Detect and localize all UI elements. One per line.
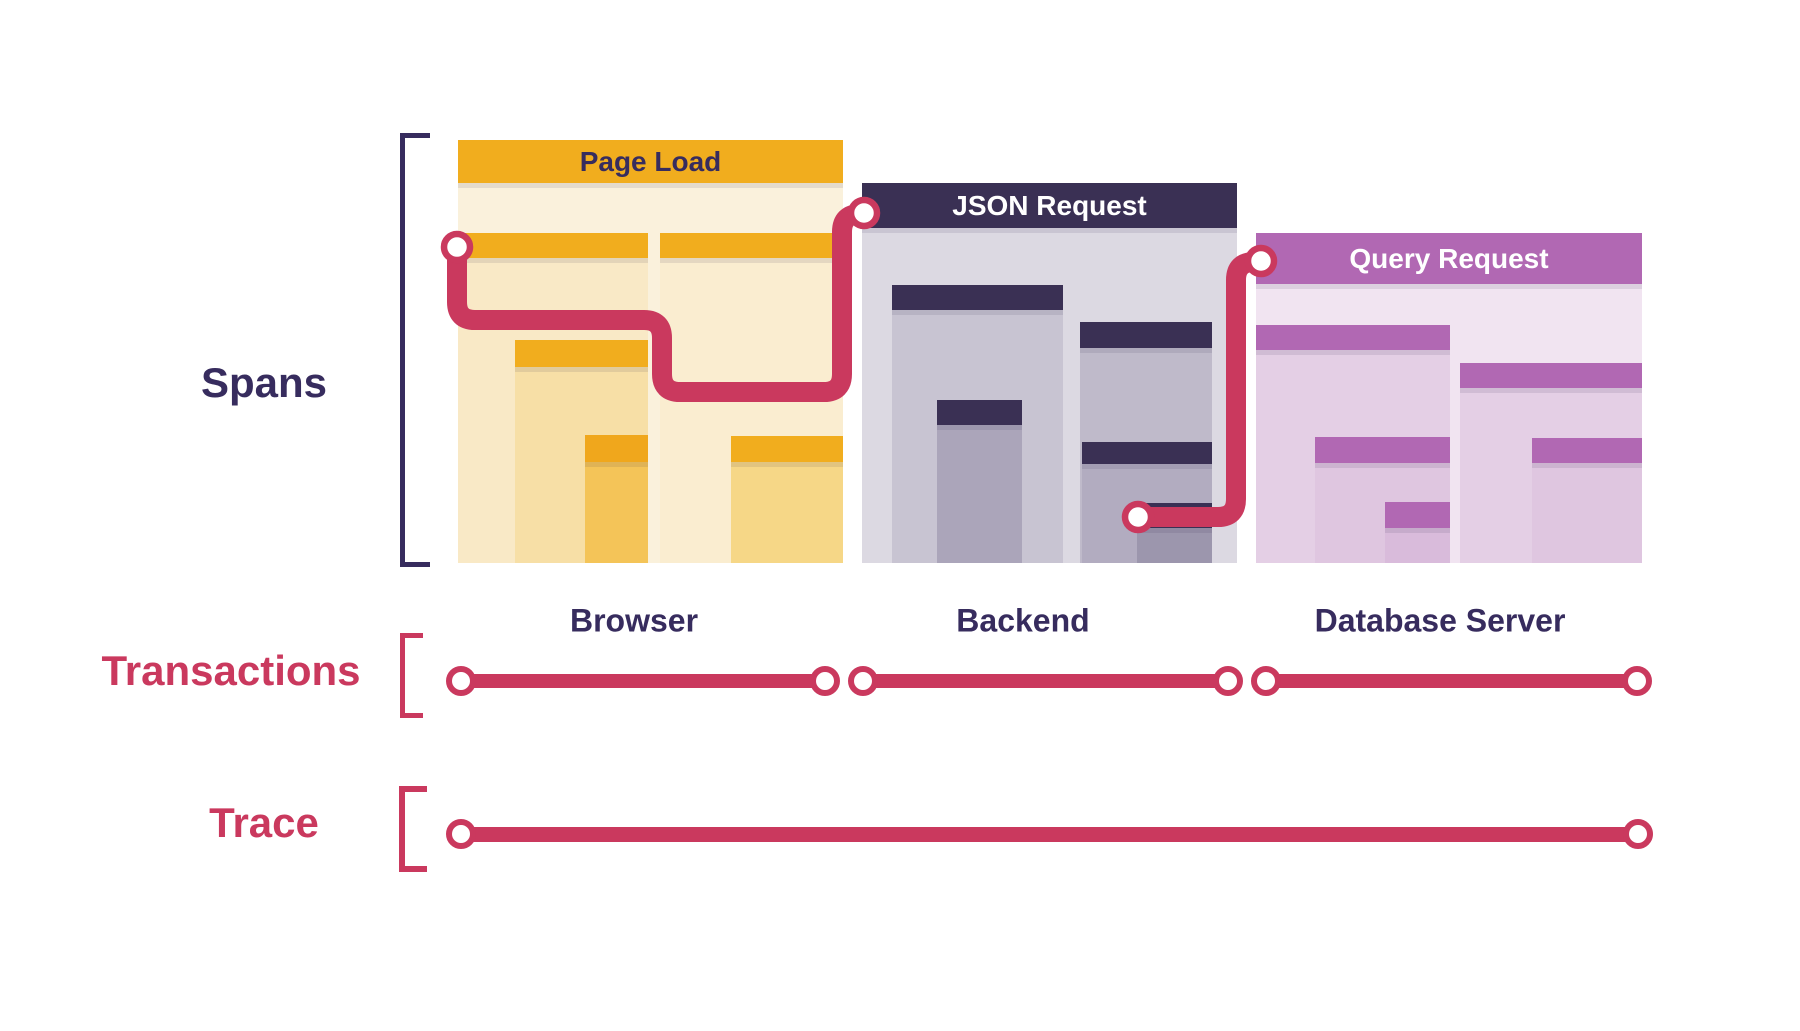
span-bar	[731, 436, 843, 563]
trace-bracket	[399, 786, 427, 872]
trace-endpoint	[446, 819, 476, 849]
transactions-row-label: Transactions	[101, 647, 361, 694]
span-bar	[937, 400, 1022, 563]
span-bar-header	[515, 340, 648, 367]
json-request-header: JSON Request	[862, 183, 1237, 228]
trace-endpoint	[1623, 819, 1653, 849]
span-bar-header	[892, 285, 1063, 310]
page-load-header: Page Load	[458, 140, 843, 183]
transaction-line-browser	[461, 674, 825, 688]
span-bar-header	[937, 400, 1022, 425]
transaction-block-json-request: JSON Request	[862, 183, 1237, 563]
transaction-endpoint	[1213, 666, 1243, 696]
transaction-endpoint	[1251, 666, 1281, 696]
span-bar-header	[1082, 442, 1212, 464]
trace-line	[461, 827, 1638, 842]
transaction-endpoint	[810, 666, 840, 696]
trace-row-label: Trace	[209, 799, 319, 846]
transactions-bracket	[400, 633, 423, 718]
span-bar-header	[585, 435, 648, 462]
span-bar-header	[1080, 322, 1212, 348]
service-label-database-server: Database Server	[1314, 602, 1566, 639]
service-label-browser: Browser	[569, 602, 699, 639]
transaction-line-backend	[863, 674, 1228, 688]
span-bar	[1385, 502, 1450, 563]
span-bar-header	[1385, 502, 1450, 528]
transaction-endpoint	[1622, 666, 1652, 696]
transaction-endpoint	[446, 666, 476, 696]
span-bar-header	[1256, 325, 1450, 350]
span-bar	[1532, 438, 1642, 563]
transaction-endpoint	[848, 666, 878, 696]
transaction-block-page-load: Page Load	[458, 140, 843, 563]
service-label-backend: Backend	[956, 602, 1090, 639]
transaction-block-query-request: Query Request	[1256, 233, 1642, 563]
span-bar-header	[458, 233, 648, 258]
span-bar-header	[1315, 437, 1450, 463]
spans-row-label: Spans	[200, 359, 328, 406]
span-bar-header	[1532, 438, 1642, 463]
span-bar-header	[660, 233, 843, 258]
span-bar-header	[731, 436, 843, 462]
transaction-line-database	[1266, 674, 1637, 688]
span-bar	[1137, 503, 1212, 563]
query-request-header: Query Request	[1256, 233, 1642, 284]
span-bar-header	[1137, 503, 1212, 528]
span-bar-header	[1460, 363, 1642, 388]
span-bar	[585, 435, 648, 563]
spans-bracket	[400, 133, 430, 567]
